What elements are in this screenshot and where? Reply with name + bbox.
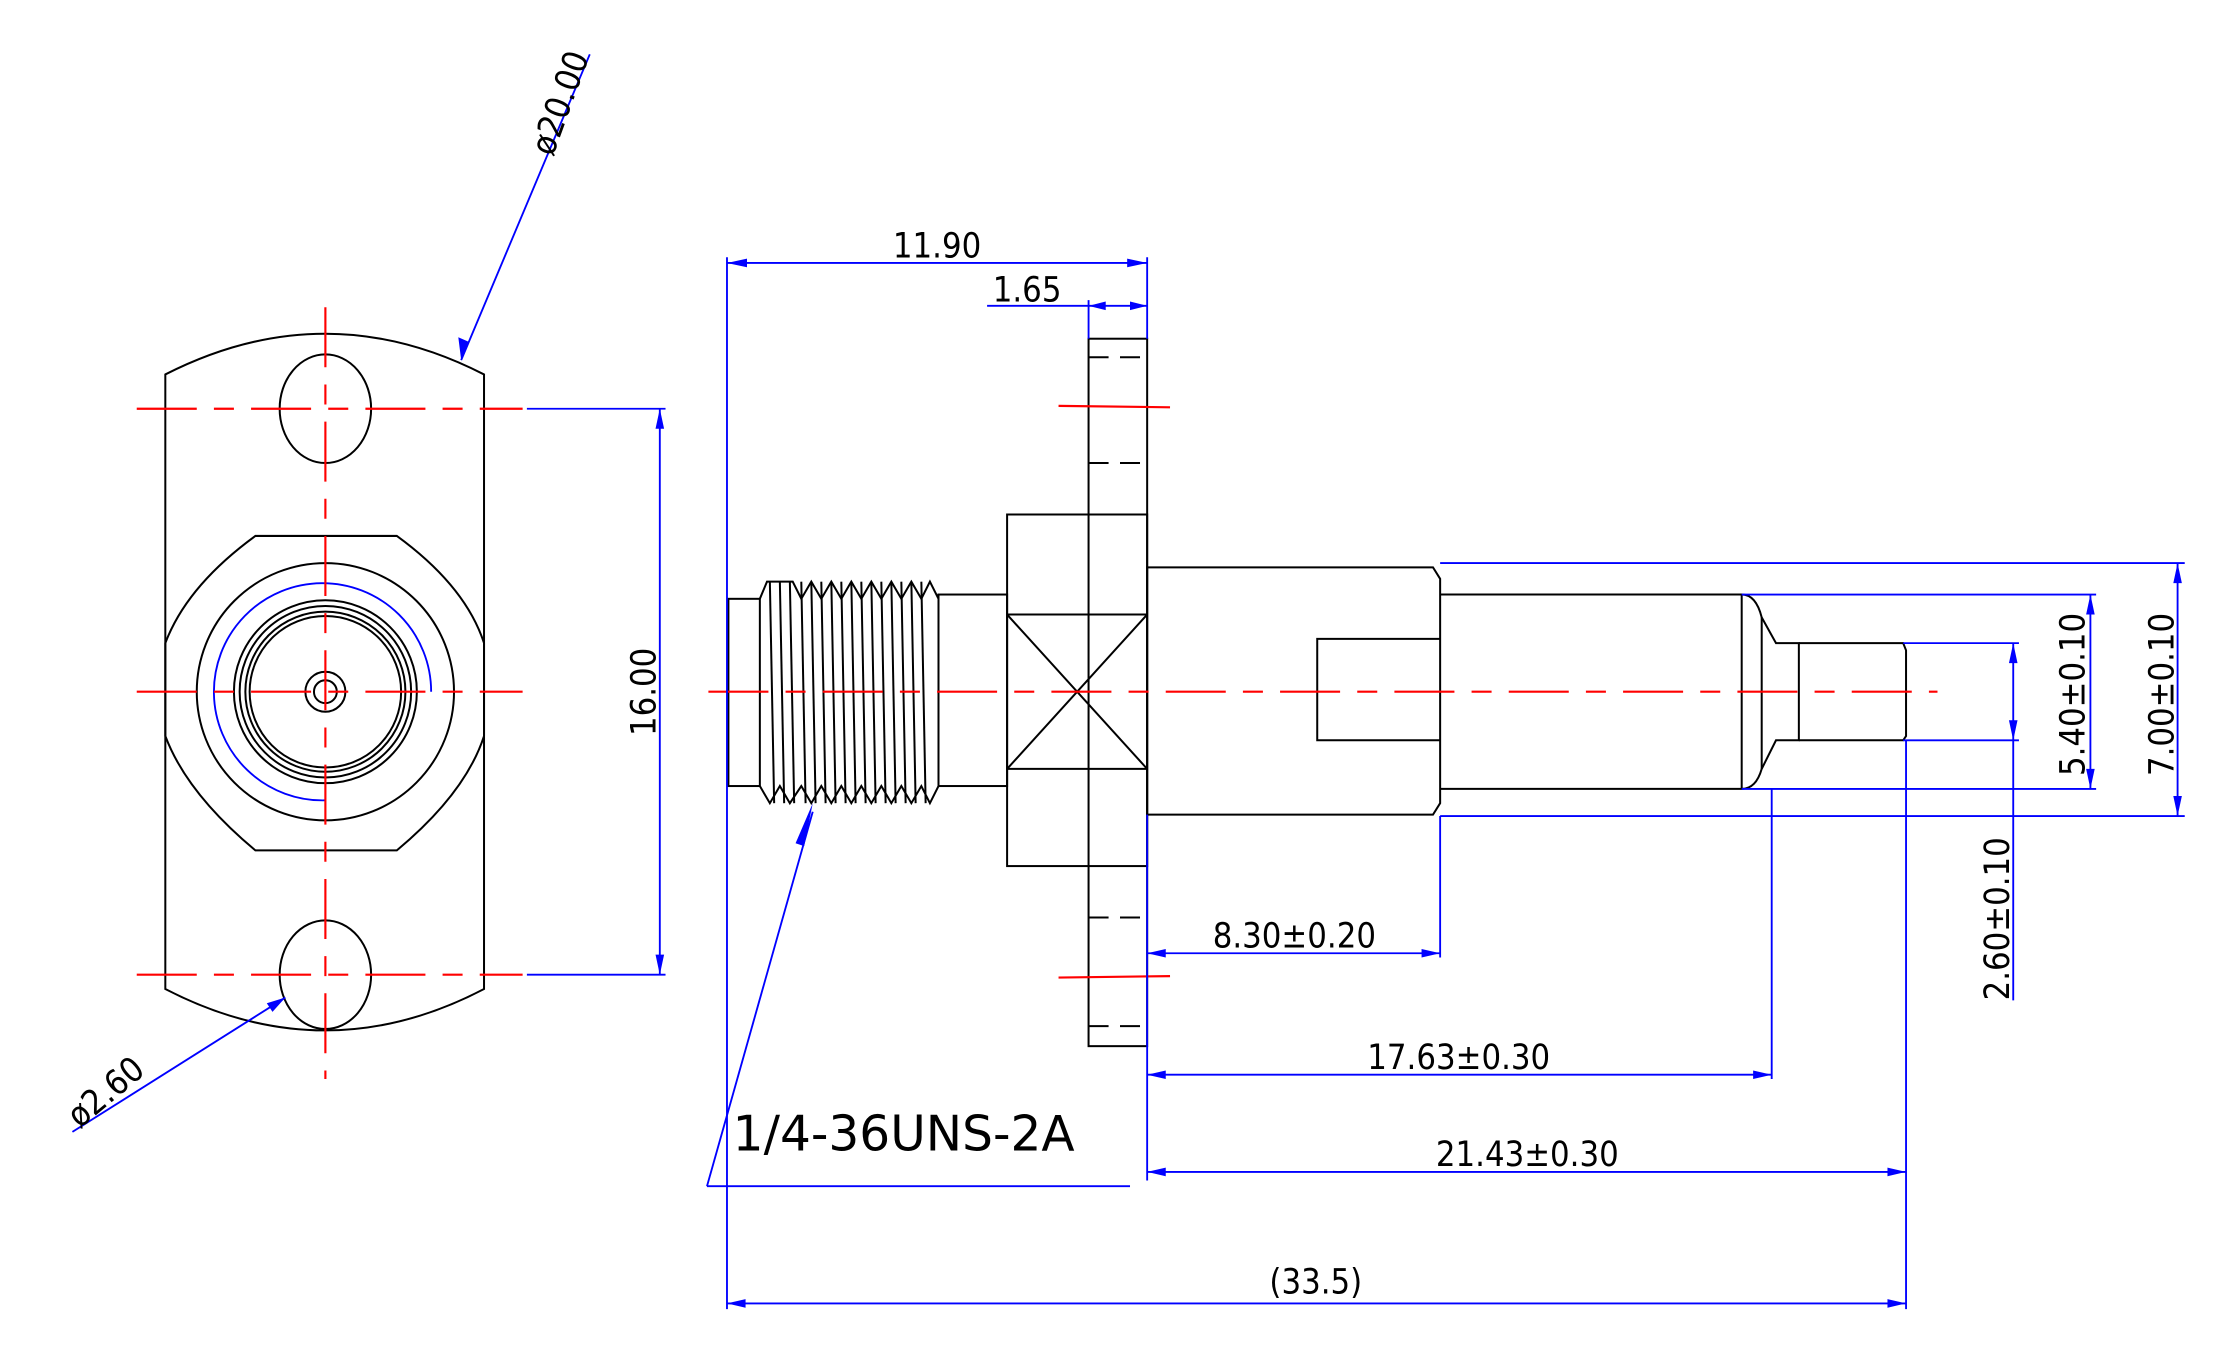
dim-body-dia-large: 7.00±0.10 bbox=[2142, 613, 2182, 776]
dim-hole-diameter: ø2.60 bbox=[60, 1049, 153, 1136]
dim-flange-thickness: 1.65 bbox=[993, 271, 1062, 311]
pin bbox=[1798, 642, 1908, 742]
dim-body-length: 8.30±0.20 bbox=[1213, 917, 1376, 957]
front-view: ø20.00 16.00 ø2.60 bbox=[60, 46, 666, 1136]
side-view: 11.90 1.65 1/4-36UNS-2A 7.00±0.10 5.40±0… bbox=[706, 226, 2185, 1310]
thread-profile-bottom bbox=[758, 783, 940, 806]
thread-profile-top bbox=[758, 579, 940, 787]
neck bbox=[937, 593, 1009, 788]
dim-body-diameter: ø20.00 bbox=[523, 46, 597, 160]
dim-overall-length: (33.5) bbox=[1269, 1262, 1362, 1302]
dim-hole-spacing: 16.00 bbox=[625, 648, 665, 736]
thread-arc bbox=[213, 582, 433, 802]
dim-shoulder-length: 17.63±0.30 bbox=[1367, 1038, 1550, 1078]
dim-pin-dia: 2.60±0.10 bbox=[1978, 837, 2018, 1000]
dim-thread-to-flange: 11.90 bbox=[893, 226, 981, 266]
body-bore bbox=[1316, 637, 1441, 742]
hex-body bbox=[164, 534, 486, 852]
dim-pin-end-length: 21.43±0.30 bbox=[1436, 1135, 1619, 1175]
thread-spec: 1/4-36UNS-2A bbox=[733, 1106, 1075, 1162]
flange-outline bbox=[164, 332, 486, 1032]
shank bbox=[1440, 593, 1800, 790]
dim-body-dia-mid: 5.40±0.10 bbox=[2054, 613, 2094, 776]
